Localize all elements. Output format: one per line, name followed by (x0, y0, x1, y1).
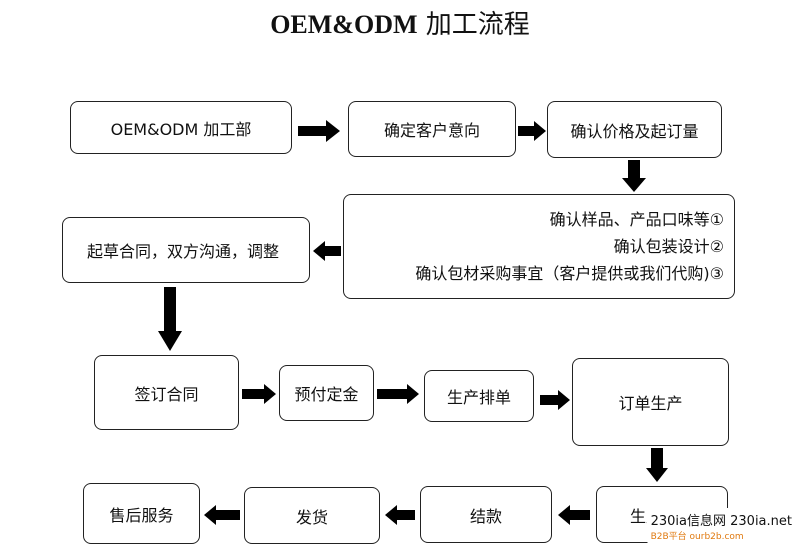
watermark: 230ia信息网 230ia.net B2B平台 ourb2b.com (646, 508, 796, 544)
arrow-right-icon (540, 390, 570, 410)
arrow-left-icon (558, 505, 590, 525)
step-draft-contract: 起草合同，双方沟通，调整 (62, 217, 310, 283)
arrow-right-icon (298, 120, 340, 142)
arrow-down-icon (622, 160, 646, 192)
step-production-scheduling: 生产排单 (424, 370, 534, 422)
confirm-line-1: 确认样品、产品口味等① (549, 210, 724, 229)
confirm-line-3: 确认包材采购事宜（客户提供或我们代购)③ (415, 264, 724, 283)
step-confirm-intent: 确定客户意向 (348, 101, 516, 157)
arrow-left-icon (385, 505, 415, 525)
arrow-left-icon (313, 241, 341, 261)
step-order-production: 订单生产 (572, 358, 729, 446)
arrow-left-icon (204, 505, 240, 525)
step-prepay-deposit: 预付定金 (279, 365, 374, 421)
step-after-sales: 售后服务 (83, 483, 200, 544)
arrow-right-icon (518, 121, 546, 141)
step-confirm-details: 确认样品、产品口味等① 确认包装设计② 确认包材采购事宜（客户提供或我们代购)③ (343, 194, 735, 299)
step-settle-payment: 结款 (420, 486, 552, 543)
step-ship: 发货 (244, 487, 380, 544)
step-confirm-price: 确认价格及起订量 (547, 101, 722, 158)
arrow-down-icon (158, 287, 182, 351)
step-oem-odm-dept: OEM&ODM 加工部 (70, 101, 292, 154)
arrow-right-icon (377, 384, 419, 404)
page-title: OEM&ODM 加工流程 (270, 10, 530, 40)
confirm-line-2: 确认包装设计② (613, 237, 724, 256)
arrow-down-icon (646, 448, 668, 482)
step-sign-contract: 签订合同 (94, 355, 239, 430)
arrow-right-icon (242, 384, 276, 404)
